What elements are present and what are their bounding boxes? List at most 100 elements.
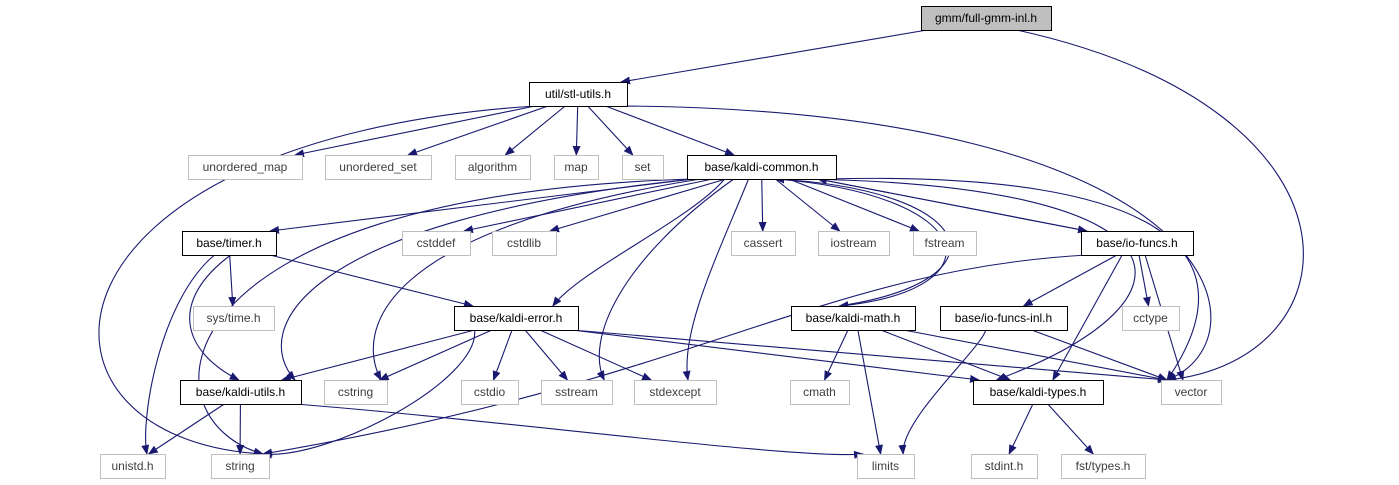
- node-label: cstddef: [417, 236, 456, 250]
- edge-kaldi-common-to-sstream: [596, 178, 735, 381]
- edge-kaldi-math-to-cmath: [824, 329, 849, 381]
- edge-root-to-vector: [1016, 29, 1304, 384]
- edge-kaldi-error-to-cstdio: [492, 329, 513, 381]
- node-io-funcs[interactable]: base/io-funcs.h: [1081, 231, 1194, 256]
- node-label: base/kaldi-error.h: [470, 311, 563, 325]
- nodes-layer: gmm/full-gmm-inl.h util/stl-utils.h unorde…: [100, 6, 1222, 479]
- node-box: [973, 380, 1104, 405]
- edge-kaldi-math-to-kaldi-types: [880, 329, 1012, 381]
- edge-timer-to-kaldi-utils: [189, 254, 240, 381]
- edge-timer-to-kaldi-error: [269, 254, 474, 308]
- node-stdint: stdint.h: [971, 454, 1038, 479]
- node-label: limits: [872, 459, 899, 473]
- node-label: cmath: [803, 385, 836, 399]
- node-box: [857, 454, 915, 479]
- node-label: util/stl-utils.h: [545, 87, 611, 101]
- node-unordered-set: unordered_set: [325, 155, 432, 180]
- edge-stl-utils-to-unordered-map: [293, 105, 536, 158]
- node-box: [554, 155, 599, 180]
- node-box: [913, 231, 977, 256]
- edge-io-funcs-to-cctype: [1138, 254, 1151, 307]
- edge-kaldi-error-to-kaldi-types: [571, 329, 980, 383]
- node-label: cstdio: [474, 385, 506, 399]
- edge-stl-utils-to-vector: [620, 105, 1212, 381]
- node-box: [1081, 231, 1194, 256]
- node-iostream: iostream: [818, 231, 890, 256]
- node-box: [1061, 454, 1146, 479]
- node-box: [211, 454, 270, 479]
- node-box: [492, 231, 557, 256]
- edge-stl-utils-to-set: [587, 105, 634, 156]
- node-map: map: [554, 155, 599, 180]
- node-timer[interactable]: base/timer.h: [182, 231, 277, 256]
- node-cstddef: cstddef: [402, 231, 471, 256]
- edge-kaldi-common-to-cassert: [758, 178, 767, 232]
- edge-stl-utils-to-algorithm: [504, 105, 566, 156]
- node-stl-utils[interactable]: util/stl-utils.h: [529, 82, 628, 107]
- edge-kaldi-common-to-cstdlib: [549, 178, 727, 233]
- edge-kaldi-common-to-cstring: [372, 178, 701, 381]
- node-string: string: [211, 454, 270, 479]
- node-box: [940, 306, 1068, 331]
- node-box: [818, 231, 890, 256]
- node-label: base/kaldi-math.h: [806, 311, 901, 325]
- node-label: map: [564, 160, 588, 174]
- edge-kaldi-common-to-cstddef: [463, 178, 713, 234]
- node-label: stdint.h: [985, 459, 1024, 473]
- node-label: stdexcept: [649, 385, 701, 399]
- node-box: [1161, 380, 1222, 405]
- node-label: unistd.h: [111, 459, 153, 473]
- node-box: [622, 155, 664, 180]
- edge-kaldi-math-to-vector: [903, 329, 1168, 383]
- node-label: set: [634, 160, 651, 174]
- edge-timer-to-sys-time: [228, 254, 237, 307]
- node-limits: limits: [857, 454, 915, 479]
- edge-io-funcs-inl-to-vector: [1031, 329, 1168, 381]
- edge-stl-utils-to-map: [572, 105, 581, 156]
- node-label: base/io-funcs-inl.h: [955, 311, 1052, 325]
- node-box: [687, 155, 837, 180]
- node-vector: vector: [1161, 380, 1222, 405]
- node-cmath: cmath: [790, 380, 850, 405]
- node-cassert: cassert: [731, 231, 796, 256]
- node-box: [455, 155, 531, 180]
- node-label: sys/time.h: [206, 311, 260, 325]
- node-io-funcs-inl[interactable]: base/io-funcs-inl.h: [940, 306, 1068, 331]
- edge-kaldi-common-to-vector: [825, 177, 1200, 381]
- node-algorithm: algorithm: [455, 155, 531, 180]
- edge-stl-utils-to-string: [98, 105, 536, 458]
- node-label: fstream: [924, 236, 964, 250]
- node-sstream: sstream: [541, 380, 613, 405]
- node-fstream: fstream: [913, 231, 977, 256]
- node-box: [188, 155, 303, 180]
- node-stdexcept: stdexcept: [634, 380, 717, 405]
- node-label: unordered_set: [339, 160, 417, 174]
- node-box: [182, 231, 277, 256]
- edge-kaldi-error-to-sstream: [524, 329, 569, 381]
- node-box: [454, 306, 579, 331]
- node-cstring: cstring: [324, 380, 388, 405]
- node-kaldi-math[interactable]: base/kaldi-math.h: [791, 306, 916, 331]
- node-fst-types: fst/types.h: [1061, 454, 1146, 479]
- node-set: set: [622, 155, 664, 180]
- node-box: [731, 231, 796, 256]
- node-label: cassert: [744, 236, 783, 250]
- node-box: [791, 306, 916, 331]
- node-label: base/io-funcs.h: [1096, 236, 1177, 250]
- edge-kaldi-common-to-fstream: [788, 178, 920, 232]
- node-box: [1122, 306, 1180, 331]
- node-box: [461, 380, 519, 405]
- node-kaldi-utils[interactable]: base/kaldi-utils.h: [180, 380, 302, 405]
- edge-kaldi-error-to-vector: [571, 329, 1168, 384]
- node-kaldi-error[interactable]: base/kaldi-error.h: [454, 306, 579, 331]
- node-box: [971, 454, 1038, 479]
- edge-kaldi-common-to-stdexcept: [682, 178, 750, 381]
- edge-kaldi-error-to-stdexcept: [539, 329, 653, 381]
- node-label: base/timer.h: [196, 236, 261, 250]
- node-box: [324, 380, 388, 405]
- node-label: cctype: [1133, 311, 1168, 325]
- node-root[interactable]: gmm/full-gmm-inl.h: [921, 6, 1052, 31]
- node-box: [402, 231, 471, 256]
- node-kaldi-types[interactable]: base/kaldi-types.h: [973, 380, 1104, 405]
- node-kaldi-common[interactable]: base/kaldi-common.h: [687, 155, 837, 180]
